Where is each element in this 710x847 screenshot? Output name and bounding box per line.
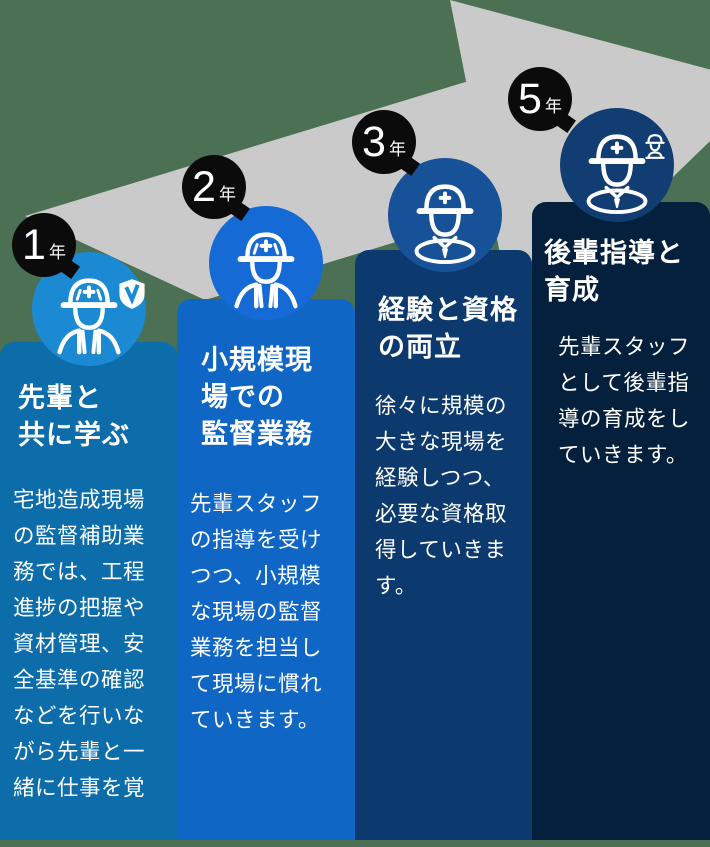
worker-helmet-straps-icon	[234, 232, 298, 309]
stage-4-year-badge: 5 年	[508, 67, 572, 131]
stage-3-worker-avatar	[388, 158, 502, 272]
worker-helmet-collar-icon	[586, 134, 648, 215]
stage-4-year-number: 5	[518, 74, 542, 123]
stage-3-year-badge: 3 年	[352, 110, 416, 174]
stage-2-title-line: 監督業務	[201, 419, 313, 449]
stage-3-year-unit: 年	[388, 139, 406, 159]
worker-helmet-collar-icon	[414, 184, 476, 265]
stage-1-title-line: 先輩と	[18, 383, 102, 413]
stage-3-column: 経験と資格 の両立 徐々に規模の大きな現場を経験しつつ、必要な資格取得していきま…	[355, 250, 532, 840]
stage-1-title: 先輩と 共に学ぶ	[0, 380, 177, 454]
stage-4-title: 後輩指導と 育成	[532, 235, 710, 309]
stage-2-title-line: 小規模現	[201, 345, 313, 375]
stage-1-description: 宅地造成現場の監督補助業務では、工程進捗の把握や資材管理、安全基準の確認などを行…	[13, 488, 146, 800]
stage-2-title: 小規模現 場での 監督業務	[177, 342, 355, 453]
worker-helmet-straps-icon	[57, 278, 121, 355]
stage-3-description: 徐々に規模の大きな現場を経験しつつ、必要な資格取得していきます。	[375, 394, 508, 598]
stage-2-column: 小規模現 場での 監督業務 先輩スタッフの指導を受けつつ、小規模な現場の監督業務…	[177, 299, 355, 840]
stage-3-title: 経験と資格 の両立	[355, 292, 532, 366]
stage-3-title-line: の両立	[378, 332, 462, 362]
stage-2-year-unit: 年	[218, 184, 236, 204]
stage-4-worker-avatar	[560, 108, 674, 222]
stage-1-year-number: 1	[22, 220, 46, 269]
stage-2-year-badge: 2 年	[182, 155, 246, 219]
stage-3-title-line: 経験と資格	[378, 295, 518, 325]
stage-2-description: 先輩スタッフの指導を受けつつ、小規模な現場の監督業務を担当して現場に慣れていきま…	[190, 492, 323, 732]
stage-4-title-line: 後輩指導と	[544, 238, 684, 268]
stage-2-title-line: 場での	[201, 382, 285, 412]
stage-4-description: 先輩スタッフとして後輩指導の育成をしていきます。	[558, 335, 691, 467]
stage-2-year-number: 2	[192, 162, 216, 211]
stage-4-column: 後輩指導と 育成 先輩スタッフとして後輩指導の育成をしていきます。	[532, 202, 710, 840]
stage-1-column: 先輩と 共に学ぶ 宅地造成現場の監督補助業務では、工程進捗の把握や資材管理、安全…	[0, 342, 177, 840]
bottom-edge-strip	[0, 840, 710, 847]
stage-1-year-badge: 1 年	[12, 213, 76, 277]
junior-worker-icon	[645, 134, 665, 159]
stage-4-title-line: 育成	[544, 275, 600, 305]
stage-1-title-line: 共に学ぶ	[18, 420, 130, 450]
stage-4-year-unit: 年	[544, 96, 562, 116]
arrow-band	[25, 41, 600, 300]
stage-3-year-number: 3	[362, 117, 386, 166]
stage-1-year-unit: 年	[48, 242, 66, 262]
shield-icon	[119, 279, 145, 309]
stage-2-worker-avatar	[209, 206, 323, 320]
